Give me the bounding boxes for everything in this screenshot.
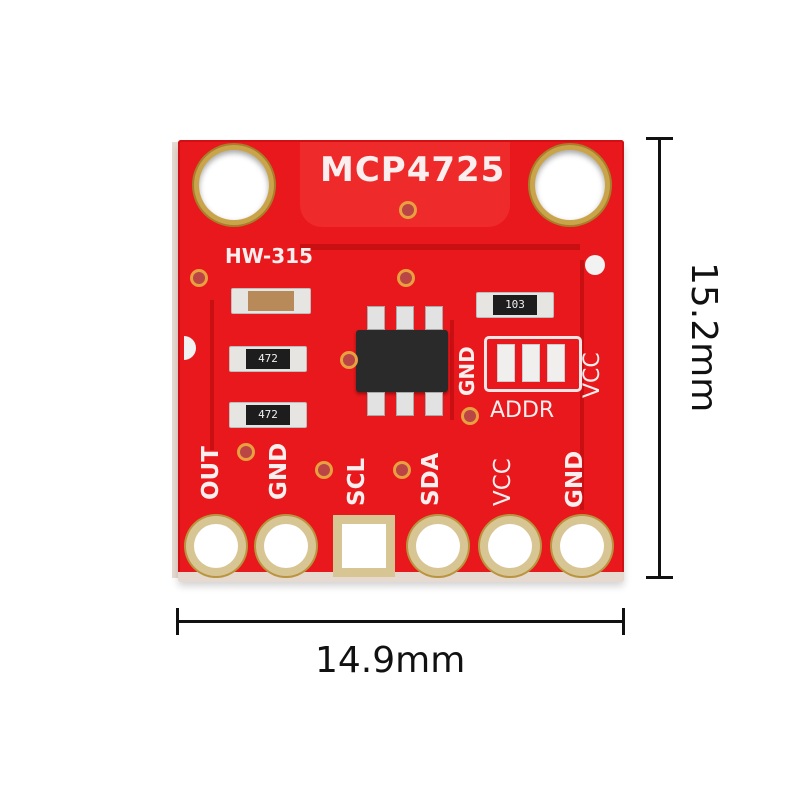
pin-label-scl: SCL xyxy=(344,457,370,506)
jumper-pad[interactable] xyxy=(497,344,515,382)
capacitor xyxy=(231,288,311,314)
addr-gnd-label: GND xyxy=(455,346,479,396)
via-hole xyxy=(400,272,412,284)
addr-label: ADDR xyxy=(490,398,555,423)
ic-pin xyxy=(367,306,385,330)
width-dimension-line xyxy=(178,620,624,623)
ic-pin xyxy=(367,392,385,416)
via-hole xyxy=(240,446,252,458)
pin-pad-out[interactable] xyxy=(194,524,238,568)
resistor-r2: 472 xyxy=(229,402,307,428)
pin-pad-vcc[interactable] xyxy=(488,524,532,568)
resistor-marking: 472 xyxy=(246,405,290,425)
jumper-pad[interactable] xyxy=(547,344,565,382)
address-jumper[interactable] xyxy=(484,336,582,392)
mounting-hole-left xyxy=(199,150,269,220)
ic-pin xyxy=(425,306,443,330)
width-dimension-cap-left xyxy=(176,608,179,635)
pin-label-gnd: GND xyxy=(266,442,292,500)
pin-pad-gnd[interactable] xyxy=(264,524,308,568)
pin-label-gnd-2: GND xyxy=(562,450,588,508)
resistor-marking: 103 xyxy=(493,295,537,315)
trace xyxy=(450,320,454,420)
board-model-label: HW-315 xyxy=(225,244,313,268)
via-hole xyxy=(318,464,330,476)
board-side-edge xyxy=(172,142,180,578)
dac-chip xyxy=(356,330,448,392)
fiducial-mark xyxy=(585,255,605,275)
via-hole xyxy=(464,410,476,422)
addr-vcc-label: VCC xyxy=(580,352,605,398)
trace xyxy=(580,260,584,510)
board-bottom-edge xyxy=(178,572,624,582)
via-hole xyxy=(193,272,205,284)
via-hole xyxy=(396,464,408,476)
ic-pin xyxy=(396,306,414,330)
trace xyxy=(300,244,580,250)
ic-pin xyxy=(396,392,414,416)
width-dimension-label: 14.9mm xyxy=(315,640,466,681)
ic-pin xyxy=(425,392,443,416)
pin-pad-gnd-2[interactable] xyxy=(560,524,604,568)
capacitor-body xyxy=(248,291,294,311)
resistor-r1: 472 xyxy=(229,346,307,372)
height-dimension-cap-bottom xyxy=(646,576,673,579)
trace xyxy=(210,300,214,450)
resistor-r3: 103 xyxy=(476,292,554,318)
via-hole xyxy=(402,204,414,216)
pin-pad-scl[interactable] xyxy=(333,515,395,577)
pin-label-vcc: VCC xyxy=(490,458,516,506)
pin-label-out: OUT xyxy=(198,446,224,500)
height-dimension-label: 15.2mm xyxy=(683,262,724,413)
height-dimension-line xyxy=(658,138,661,578)
pin-label-sda: SDA xyxy=(418,452,444,506)
resistor-marking: 472 xyxy=(246,349,290,369)
pin-pad-sda[interactable] xyxy=(416,524,460,568)
height-dimension-cap-top xyxy=(646,137,673,140)
fiducial-mark xyxy=(184,336,196,360)
width-dimension-cap-right xyxy=(622,608,625,635)
chip-label: MCP4725 xyxy=(320,150,506,190)
jumper-pad[interactable] xyxy=(522,344,540,382)
via-hole xyxy=(343,354,355,366)
mounting-hole-right xyxy=(535,150,605,220)
